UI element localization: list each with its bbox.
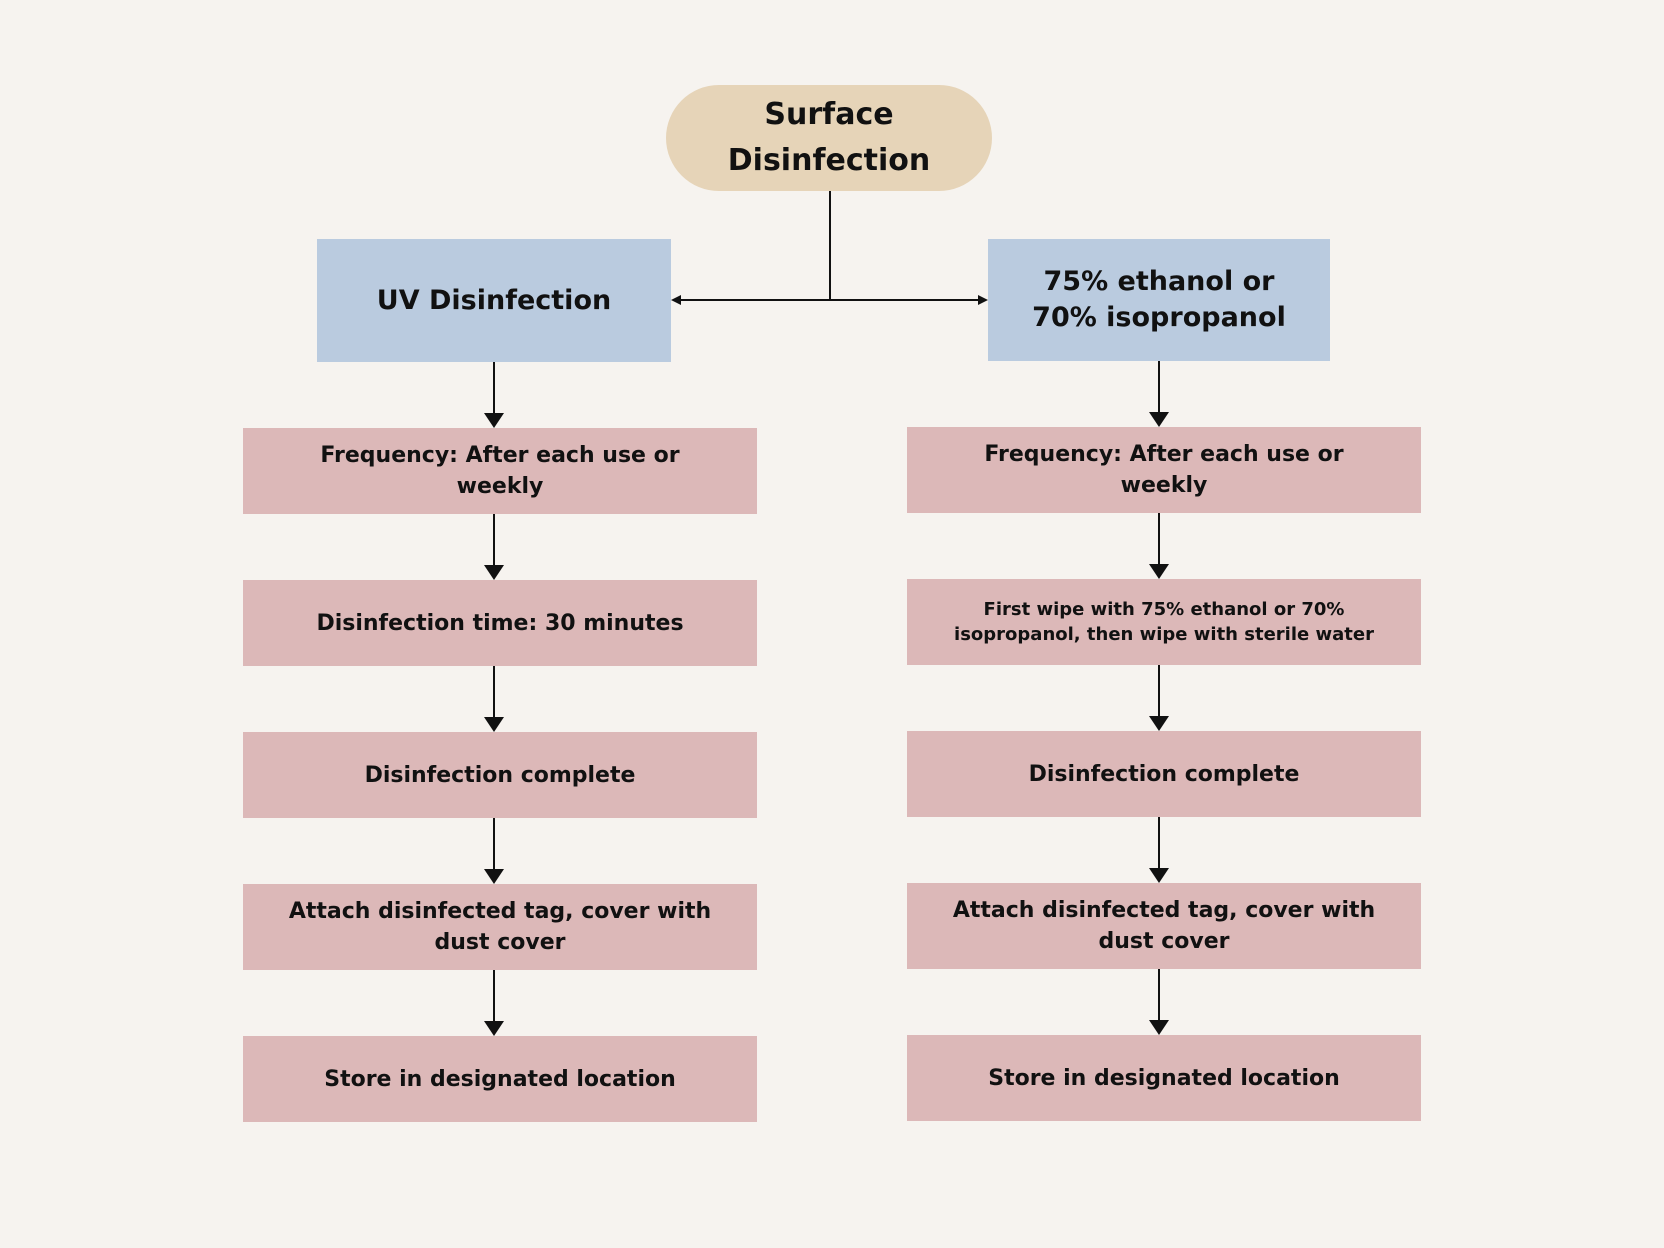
right-step-disinfection-complete: Disinfection complete bbox=[907, 731, 1421, 817]
left-column-arrows bbox=[484, 362, 504, 1036]
step-label: Disinfection complete bbox=[1028, 761, 1300, 787]
left-step-store: Store in designated location bbox=[243, 1036, 757, 1122]
step-label: Disinfection time: 30 minutes bbox=[316, 610, 684, 636]
uv-disinfection-node: UV Disinfection bbox=[317, 239, 671, 362]
step-label: First wipe with 75% ethanol or 70% isopr… bbox=[954, 599, 1374, 645]
uv-disinfection-label: UV Disinfection bbox=[376, 284, 612, 316]
root-node: Surface Disinfection bbox=[666, 85, 992, 191]
root-label: Surface Disinfection bbox=[727, 97, 931, 178]
ethanol-isopropanol-node: 75% ethanol or 70% isopropanol bbox=[988, 239, 1330, 361]
step-label: Attach disinfected tag, cover with dust … bbox=[952, 898, 1376, 954]
right-branch-arrowhead bbox=[978, 295, 988, 305]
left-step-disinfection-complete: Disinfection complete bbox=[243, 732, 757, 818]
step-label: Attach disinfected tag, cover with dust … bbox=[288, 899, 712, 955]
left-step-disinfection-time: Disinfection time: 30 minutes bbox=[243, 580, 757, 666]
step-label: Frequency: After each use or weekly bbox=[984, 442, 1344, 498]
left-step-attach-tag: Attach disinfected tag, cover with dust … bbox=[243, 884, 757, 970]
right-step-wipe: First wipe with 75% ethanol or 70% isopr… bbox=[907, 579, 1421, 665]
right-column-arrows bbox=[1149, 361, 1169, 1035]
step-label: Disinfection complete bbox=[364, 762, 636, 788]
left-step-frequency: Frequency: After each use or weekly bbox=[243, 428, 757, 514]
right-step-store: Store in designated location bbox=[907, 1035, 1421, 1121]
right-step-attach-tag: Attach disinfected tag, cover with dust … bbox=[907, 883, 1421, 969]
left-branch-arrowhead bbox=[671, 295, 681, 305]
step-label: Frequency: After each use or weekly bbox=[320, 443, 680, 499]
right-step-frequency: Frequency: After each use or weekly bbox=[907, 427, 1421, 513]
step-label: Store in designated location bbox=[324, 1066, 676, 1092]
ethanol-isopropanol-label: 75% ethanol or 70% isopropanol bbox=[1032, 266, 1286, 333]
step-label: Store in designated location bbox=[988, 1065, 1340, 1091]
